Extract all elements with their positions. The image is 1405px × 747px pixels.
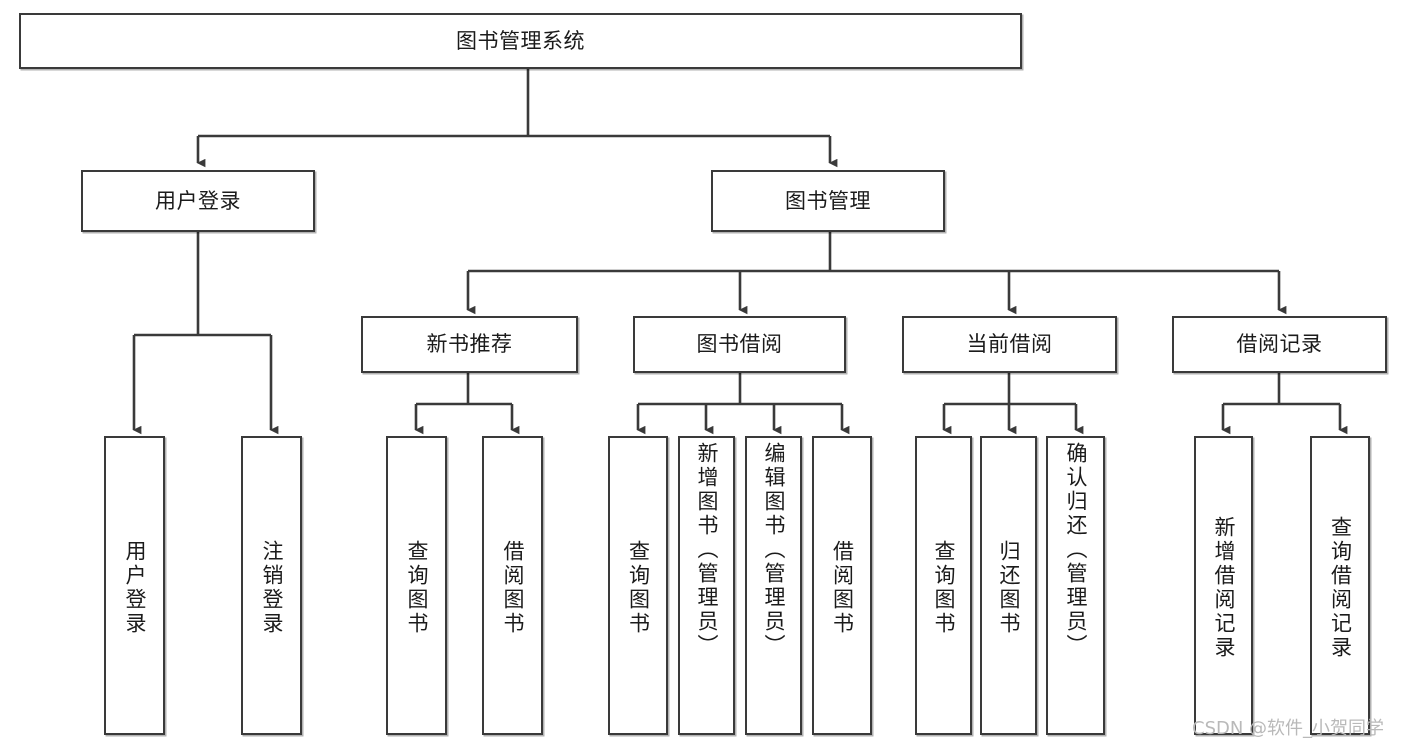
leaf-node[interactable]: 查询图书 [386, 436, 447, 735]
node-new-book-recommend[interactable]: 新书推荐 [361, 316, 578, 373]
leaf-node-label: 归还图书 [997, 539, 1021, 636]
node-root-label: 图书管理系统 [456, 28, 585, 53]
node-borrow-record-label: 借阅记录 [1236, 332, 1323, 357]
leaf-node-label: 查询借阅记录 [1328, 515, 1353, 660]
leaf-node-label: 新增借阅记录 [1212, 515, 1236, 660]
leaf-node[interactable]: 新增图书（管理员） [678, 436, 735, 735]
node-book-borrow-label: 图书借阅 [696, 332, 783, 357]
leaf-node[interactable]: 确认归还（管理员） [1046, 436, 1105, 735]
csdn-watermark: CSDN @软件_小贺同学 [1192, 718, 1385, 739]
leaf-node-label: 确认归还（管理员） [1064, 442, 1088, 658]
leaf-node[interactable]: 编辑图书（管理员） [745, 436, 802, 735]
leaf-node-label: 查询图书 [405, 539, 429, 636]
leaf-node[interactable]: 查询借阅记录 [1310, 436, 1370, 735]
leaf-node-label: 编辑图书（管理员） [762, 442, 786, 658]
leaf-node-label: 借阅图书 [830, 539, 855, 636]
leaf-node-label: 新增图书（管理员） [695, 442, 719, 658]
node-root[interactable]: 图书管理系统 [19, 13, 1022, 69]
node-borrow-record[interactable]: 借阅记录 [1172, 316, 1387, 373]
leaf-node[interactable]: 查询图书 [608, 436, 668, 735]
node-book-management-label: 图书管理 [785, 188, 871, 213]
leaf-node[interactable]: 借阅图书 [482, 436, 543, 735]
leaf-node-label: 借阅图书 [501, 539, 525, 636]
leaf-node-label: 注销登录 [260, 539, 284, 636]
leaf-node-label: 查询图书 [626, 539, 651, 636]
leaf-node[interactable]: 归还图书 [980, 436, 1037, 735]
node-user-login-label: 用户登录 [155, 188, 241, 213]
node-user-login[interactable]: 用户登录 [81, 170, 315, 232]
leaf-node-label: 用户登录 [123, 539, 147, 636]
leaf-node-label: 查询图书 [932, 539, 956, 636]
node-current-borrow[interactable]: 当前借阅 [902, 316, 1117, 373]
node-current-borrow-label: 当前借阅 [966, 332, 1053, 357]
leaf-node[interactable]: 新增借阅记录 [1194, 436, 1253, 735]
node-new-book-recommend-label: 新书推荐 [426, 332, 513, 357]
leaf-node[interactable]: 查询图书 [915, 436, 972, 735]
leaf-node[interactable]: 借阅图书 [812, 436, 872, 735]
node-book-management[interactable]: 图书管理 [711, 170, 945, 232]
leaf-node[interactable]: 注销登录 [241, 436, 302, 735]
leaf-node[interactable]: 用户登录 [104, 436, 165, 735]
node-book-borrow[interactable]: 图书借阅 [633, 316, 846, 373]
